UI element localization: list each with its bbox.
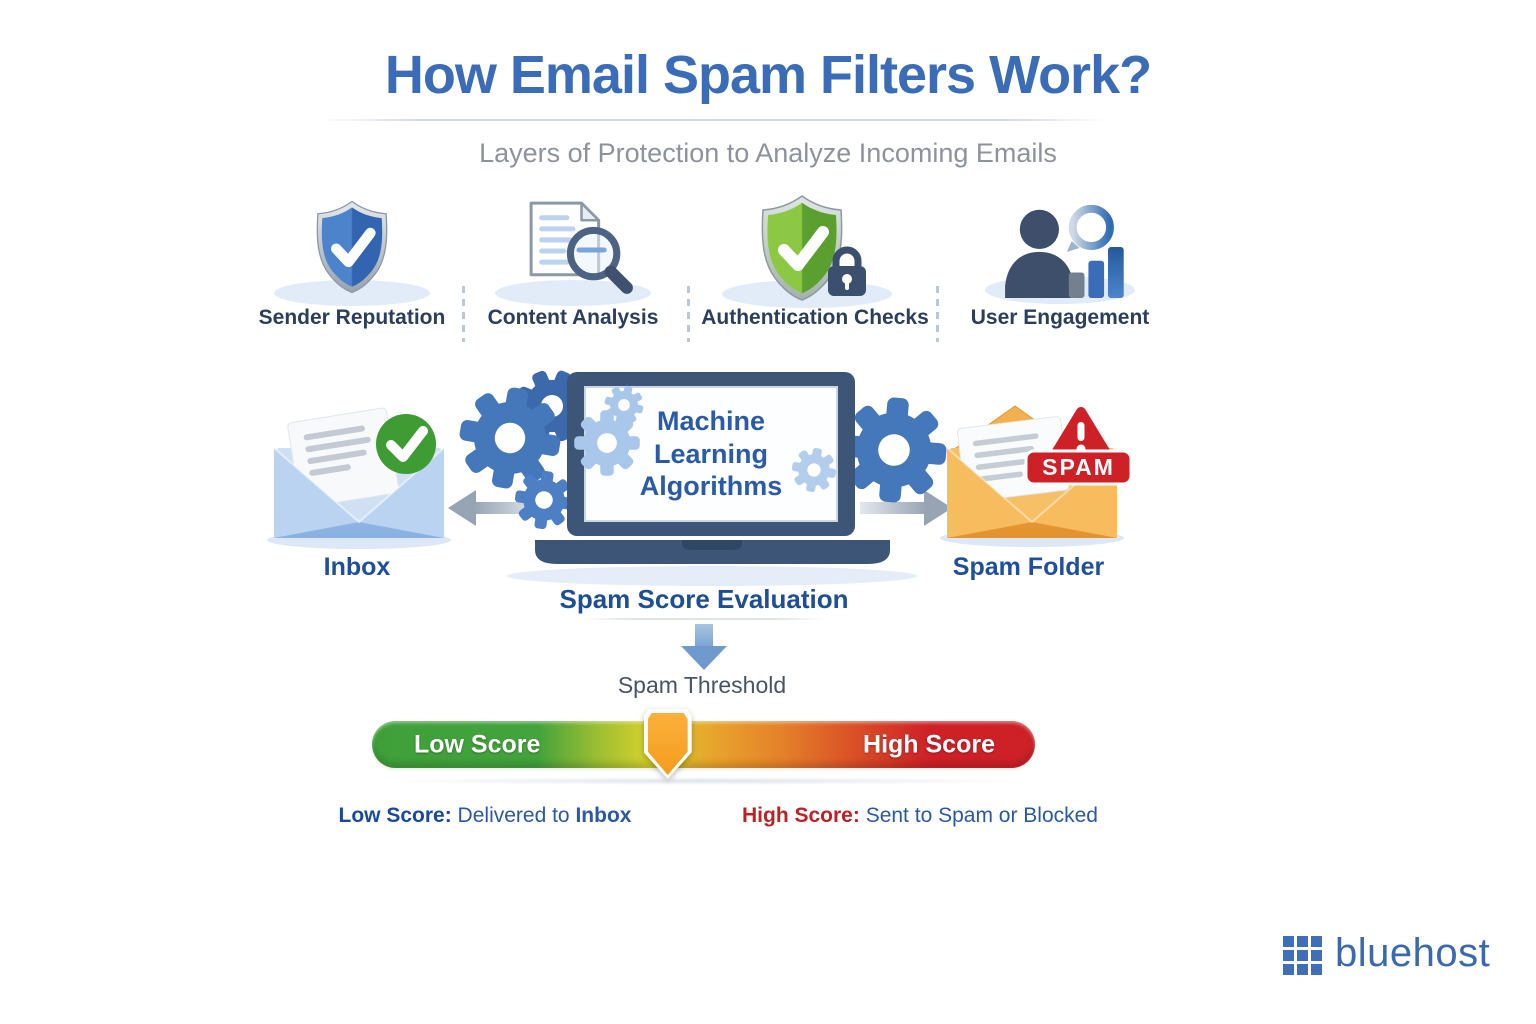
separator (687, 286, 690, 342)
inbox-envelope-icon (267, 407, 451, 549)
low-score-label: Low Score (414, 730, 541, 758)
threshold-marker (643, 709, 692, 779)
arrow-to-spam-icon (860, 490, 952, 526)
down-arrow-icon (681, 624, 727, 670)
low-score-caption-prefix: Low Score: (338, 804, 452, 827)
spam-folder-label: Spam Folder (952, 553, 1105, 581)
high-score-caption-prefix: High Score: (742, 804, 860, 827)
screen-text: Machine Learning Algorithms (639, 406, 783, 502)
low-score-caption-emphasis: Inbox (575, 804, 632, 827)
document-search-icon (529, 201, 633, 294)
shield-lock-icon (761, 195, 866, 301)
eval-underline (582, 618, 826, 620)
page-title: How Email Spam Filters Work? (384, 45, 1152, 105)
low-score-caption-text: Delivered to (451, 804, 576, 827)
high-score-caption: High Score: Sent to Spam or Blocked (742, 804, 1098, 828)
spam-score-bar: Low Score High Score (372, 709, 1035, 779)
spam-envelope-icon: SPAM (940, 405, 1133, 547)
page-subtitle: Layers of Protection to Analyze Incoming… (479, 138, 1057, 168)
low-score-caption: Low Score: Delivered to Inbox (330, 804, 640, 828)
laptop-screen: Machine Learning Algorithms (585, 393, 837, 515)
user-chart-icon (1005, 204, 1124, 298)
title-divider (320, 119, 1106, 121)
laptop-shadow (507, 566, 917, 586)
layer-label-sender-reputation: Sender Reputation (258, 306, 446, 329)
spam-score-evaluation-label: Spam Score Evaluation (559, 584, 849, 614)
layer-label-user-engagement: User Engagement (970, 306, 1150, 329)
layer-label-authentication-checks: Authentication Checks (701, 306, 929, 329)
lock-icon (828, 246, 866, 296)
separator (462, 286, 465, 342)
gear-icon (511, 467, 577, 533)
laptop-icon (535, 372, 890, 564)
check-badge-icon (376, 414, 436, 474)
layer-label-content-analysis: Content Analysis (487, 306, 659, 329)
separator (936, 286, 939, 342)
shield-check-icon (316, 200, 388, 294)
bar-shadow (380, 777, 1028, 785)
spam-badge: SPAM (1024, 449, 1133, 486)
high-score-label: High Score (863, 730, 995, 758)
inbox-label: Inbox (323, 553, 391, 581)
bluehost-grid-icon (1283, 935, 1322, 975)
bluehost-logo: bluehost (1283, 933, 1490, 977)
high-score-caption-text: Sent to Spam or Blocked (859, 804, 1098, 827)
spam-threshold-label: Spam Threshold (617, 672, 787, 698)
bluehost-wordmark: bluehost (1335, 931, 1491, 975)
ml-engine-illustration (448, 360, 952, 586)
spam-badge-text: SPAM (1042, 454, 1115, 480)
